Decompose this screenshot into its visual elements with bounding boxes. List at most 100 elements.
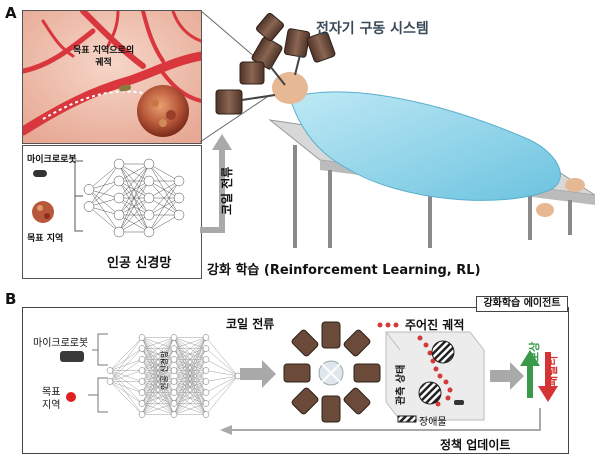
nn-node — [106, 367, 114, 374]
nn-edge — [109, 381, 143, 404]
nn-edge — [141, 337, 175, 349]
nn-node — [173, 192, 185, 204]
microrobot-in-env — [454, 400, 464, 405]
nn-label-b: 인공 신경망 — [160, 350, 169, 390]
coil-current-label-b: 코일 전류 — [226, 317, 275, 331]
nn-edge — [148, 180, 180, 199]
microrobot-label-b: 마이크로로봇 — [33, 338, 89, 349]
nn-edge — [173, 337, 207, 360]
nn-edge — [109, 381, 143, 393]
nn-node — [170, 334, 178, 341]
nn-node — [138, 400, 146, 407]
nn-node — [113, 226, 125, 238]
policy-update-line — [230, 408, 541, 431]
nn-edge — [173, 359, 207, 415]
reward-label: 보상 — [528, 341, 541, 362]
nn-edge — [118, 163, 150, 233]
nn-edge — [109, 337, 143, 371]
nn-edge — [205, 375, 239, 382]
nn-edge — [173, 370, 207, 415]
obstacle-1 — [431, 340, 455, 364]
nn-edge — [205, 359, 239, 377]
nn-node — [170, 411, 178, 418]
nn-node — [143, 192, 155, 204]
panel-a-label: A — [5, 4, 17, 22]
nn-node — [113, 192, 125, 204]
nn-node — [143, 226, 155, 238]
nn-edge — [148, 163, 180, 182]
nn-node — [138, 334, 146, 341]
coil-cluster — [283, 321, 381, 423]
ema-system-illustration — [215, 12, 596, 248]
vessel-inset: 목표 지역으로의 궤적 — [22, 10, 202, 144]
nn-node — [170, 356, 178, 363]
nn-label-a: 인공 신경망 — [107, 256, 172, 271]
nn-node — [113, 175, 125, 187]
nn-edge — [118, 163, 150, 199]
nn-edge — [141, 337, 175, 371]
nn-edge — [173, 381, 207, 415]
nn-edge — [173, 337, 207, 393]
target-dot-b — [66, 392, 76, 402]
given-trajectory-label: 주어진 궤적 — [405, 318, 465, 332]
nn-edge — [173, 337, 207, 404]
nn-edge — [118, 197, 150, 233]
nn-node — [170, 389, 178, 396]
nn-edge — [141, 392, 175, 415]
nn-node — [202, 411, 210, 418]
nn-node — [138, 378, 146, 385]
rl-agent-box — [22, 307, 569, 454]
observation-label: 관측 상태 — [396, 364, 407, 405]
nn-edge — [109, 381, 143, 415]
nn-node — [138, 389, 146, 396]
nn-edge — [88, 163, 120, 190]
microrobot-icon-a — [33, 170, 47, 177]
nn-edge — [141, 403, 175, 415]
nn-edge — [118, 163, 150, 216]
nn-edge — [141, 381, 175, 415]
nn-node — [202, 345, 210, 352]
nn-node — [202, 356, 210, 363]
obstacle-2 — [418, 381, 442, 405]
nn-node — [170, 400, 178, 407]
microrobot-label-a: 마이크로로봇 — [27, 155, 77, 165]
nn-edge — [173, 403, 207, 415]
nn-node — [143, 209, 155, 221]
rl-title: 강화 학습 (Reinforcement Learning, RL) — [207, 263, 481, 278]
environment-box — [385, 331, 485, 421]
nn-box-a: 마이크로로봇 목표 지역 인공 신경망 — [22, 145, 202, 279]
nn-edge — [173, 348, 207, 415]
arrow-to-coils — [240, 360, 276, 388]
arrow-to-reward — [490, 362, 524, 390]
obstacle-legend-swatch — [397, 415, 417, 423]
nn-node — [138, 345, 146, 352]
nn-edge — [148, 180, 180, 233]
nn-edge — [148, 214, 180, 233]
nn-edge — [205, 370, 239, 377]
nn-edge — [109, 337, 143, 382]
target-label-a: 목표 지역 — [27, 234, 64, 244]
nn-edge — [205, 375, 239, 393]
nn-edge — [88, 163, 120, 207]
nn-node — [202, 378, 210, 385]
nn-node — [143, 158, 155, 170]
target-label-b: 목표 지역 — [42, 387, 61, 411]
nn-edge — [118, 163, 150, 182]
nn-node — [106, 378, 114, 385]
obstacle-label: 장애물 — [419, 417, 447, 428]
microrobot-icon-b — [60, 351, 84, 362]
trajectory-label: 목표 지역으로의 궤적 — [73, 46, 135, 68]
nn-node — [170, 367, 178, 374]
nn-node — [138, 356, 146, 363]
nn-edge — [173, 337, 207, 371]
nn-edge — [141, 359, 175, 415]
nn-edge — [173, 392, 207, 415]
nn-node — [170, 378, 178, 385]
nn-edge — [141, 337, 175, 404]
agent-label-box: 강화학습 에이전트 — [476, 296, 568, 312]
nn-edge — [173, 337, 207, 415]
penalty-label: 패널티 — [546, 355, 559, 386]
nn-node — [202, 334, 210, 341]
nn-edge — [205, 348, 239, 377]
nn-node — [138, 367, 146, 374]
